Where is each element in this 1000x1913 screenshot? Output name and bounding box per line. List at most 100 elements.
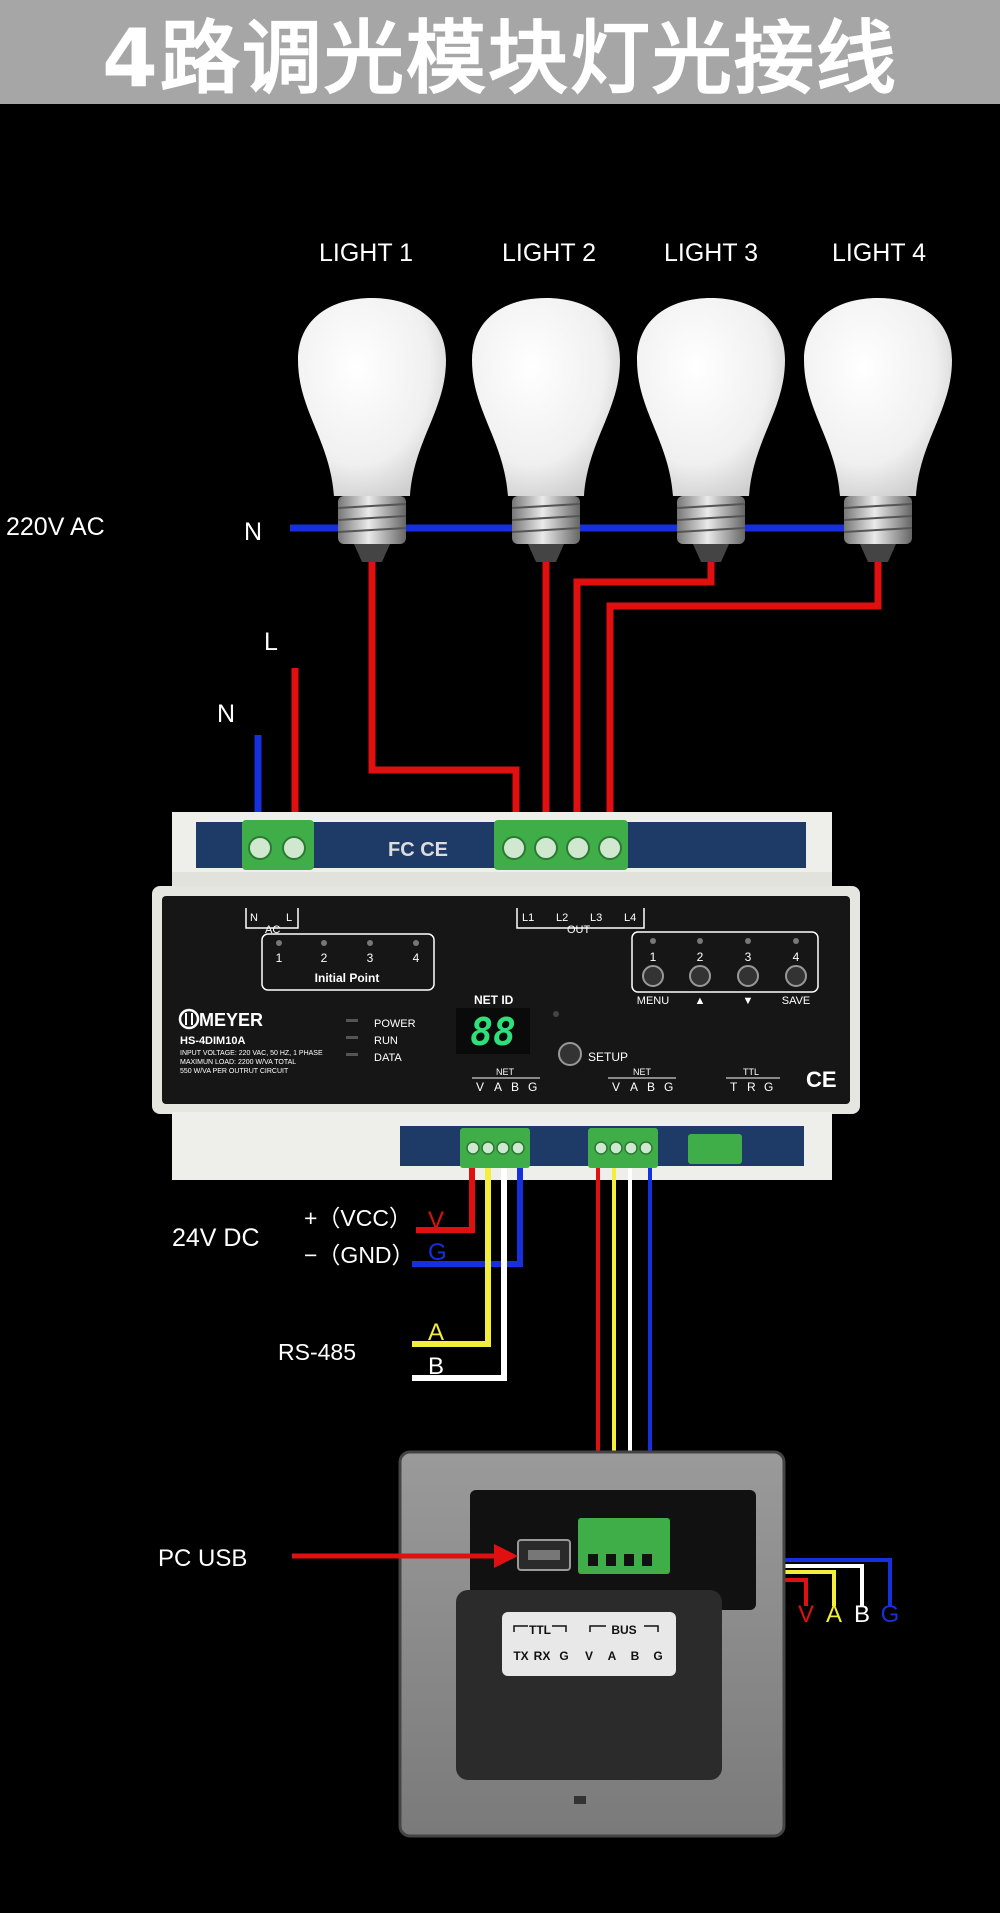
panel-wire-a-letter: A xyxy=(826,1601,842,1628)
power-rs485-wires xyxy=(412,1168,523,1381)
light-1-label: LIGHT 1 xyxy=(319,239,413,267)
ttl-group-label: TTL xyxy=(743,1067,759,1077)
run-status-label: RUN xyxy=(374,1035,398,1047)
net-b-left: B xyxy=(511,1080,519,1094)
rs485-b-letter: B xyxy=(428,1353,444,1380)
gnd-wire xyxy=(412,1168,523,1267)
net-b-right: B xyxy=(647,1080,655,1094)
net-g-right: G xyxy=(664,1080,673,1094)
dc-voltage-label: 24V DC xyxy=(172,1224,260,1252)
dimmer-module: FC CE N L AC L1 L2 L3 L4 OUT xyxy=(152,812,860,1180)
pc-usb-label: PC USB xyxy=(158,1545,247,1572)
initial-point-1: 1 xyxy=(276,951,283,965)
button-2-number: 2 xyxy=(697,950,704,964)
menu-button-label: MENU xyxy=(637,995,669,1007)
light-3-label: LIGHT 3 xyxy=(664,239,758,267)
ac-group-label: AC xyxy=(265,924,280,936)
net-a-right: A xyxy=(630,1080,638,1094)
light-4-label: LIGHT 4 xyxy=(832,239,926,267)
spec-line-1: INPUT VOLTAGE: 220 VAC, 50 HZ, 1 PHASE xyxy=(180,1050,323,1057)
panel-ttl-label: TTL xyxy=(529,1623,551,1637)
net-a-left: A xyxy=(494,1080,502,1094)
button-box xyxy=(631,931,819,993)
setup-button-label: SETUP xyxy=(588,1050,628,1064)
meyer-logo-icon xyxy=(178,1008,200,1030)
out-l1-label: L1 xyxy=(522,912,534,924)
initial-point-2: 2 xyxy=(321,951,328,965)
panel-pin-b: B xyxy=(631,1649,640,1663)
run-led-icon xyxy=(346,1036,358,1039)
spec-line-3: 550 W/VA PER OUTRUT CIRCUIT xyxy=(180,1068,289,1075)
ac-n-pin-label: N xyxy=(250,912,258,924)
power-status-label: POWER xyxy=(374,1018,416,1030)
panel-pin-g-ttl: G xyxy=(559,1649,568,1663)
out-l3-label: L3 xyxy=(590,912,602,924)
data-status-label: DATA xyxy=(374,1052,402,1064)
out-l4-label: L4 xyxy=(624,912,636,924)
panel-pin-rx: RX xyxy=(534,1649,551,1663)
spec-line-2: MAXIMUN LOAD: 2200 W/VA TOTAL xyxy=(180,1059,296,1066)
usb-arrow-head-icon xyxy=(494,1544,518,1568)
fc-ce-mark: FC CE xyxy=(388,839,448,861)
panel-pin-g-bus: G xyxy=(653,1649,662,1663)
brand-name: MEYER xyxy=(199,1010,263,1030)
live-label: L xyxy=(264,628,278,656)
ttl-r-pin: R xyxy=(747,1080,756,1094)
button-3-number: 3 xyxy=(745,950,752,964)
data-led-icon xyxy=(346,1053,358,1056)
rs485-a-letter: A xyxy=(428,1319,444,1346)
panel-pin-v: V xyxy=(585,1649,593,1663)
rs485-label: RS-485 xyxy=(278,1339,356,1365)
mains-labels: 220V AC N L N xyxy=(6,513,278,728)
ce-mark: CE xyxy=(806,1067,837,1092)
bulb-1 xyxy=(298,298,446,562)
wire-light-4 xyxy=(606,560,882,822)
down-button[interactable] xyxy=(737,965,759,987)
down-button-label: ▼ xyxy=(743,995,754,1007)
wire-light-1 xyxy=(368,560,520,822)
neutral-top-label: N xyxy=(244,518,262,546)
rs485-b-wire xyxy=(412,1168,507,1381)
save-button-label: SAVE xyxy=(782,995,811,1007)
up-button[interactable] xyxy=(689,965,711,987)
light-bulbs xyxy=(298,298,952,562)
power-led-icon xyxy=(346,1019,358,1022)
save-button[interactable] xyxy=(785,965,807,987)
button-4-number: 4 xyxy=(793,950,800,964)
panel-pin-a: A xyxy=(608,1649,617,1663)
control-panel: TTL BUS TX RX G V A B G xyxy=(398,1450,786,1838)
model-number: HS-4DIM10A xyxy=(180,1035,245,1047)
panel-wire-g-letter: G xyxy=(881,1601,900,1628)
out-group-label: OUT xyxy=(567,924,591,936)
net-group-label-left: NET xyxy=(496,1067,515,1077)
output-wires xyxy=(368,560,882,822)
output-terminal-block xyxy=(494,820,628,870)
panel-pin-tx: TX xyxy=(513,1649,528,1663)
wire-light-3 xyxy=(573,560,715,822)
menu-button[interactable] xyxy=(642,965,664,987)
net-v-right: V xyxy=(612,1080,620,1094)
initial-point-box xyxy=(261,933,435,991)
net-id-display: 88 xyxy=(470,1010,516,1054)
net-id-label: NET ID xyxy=(474,993,514,1007)
up-button-label: ▲ xyxy=(695,995,706,1007)
ac-l-pin-label: L xyxy=(286,912,292,924)
button-1-number: 1 xyxy=(650,950,657,964)
net-g-left: G xyxy=(528,1080,537,1094)
net-v-left: V xyxy=(476,1080,484,1094)
ttl-g-pin: G xyxy=(764,1080,773,1094)
page-title: 4路调光模块灯光接线 xyxy=(102,12,898,105)
bulb-2 xyxy=(472,298,620,562)
net-terminal-right xyxy=(588,1128,658,1168)
setup-button[interactable] xyxy=(558,1042,582,1066)
initial-point-4: 4 xyxy=(413,951,420,965)
ac-voltage-label: 220V AC xyxy=(6,513,105,541)
ttl-terminal xyxy=(688,1134,742,1164)
out-l2-label: L2 xyxy=(556,912,568,924)
ttl-t-pin: T xyxy=(730,1080,738,1094)
initial-point-3: 3 xyxy=(367,951,374,965)
light-2-label: LIGHT 2 xyxy=(502,239,596,267)
vcc-label: +（VCC） xyxy=(304,1205,412,1231)
net-group-label-right: NET xyxy=(633,1067,652,1077)
